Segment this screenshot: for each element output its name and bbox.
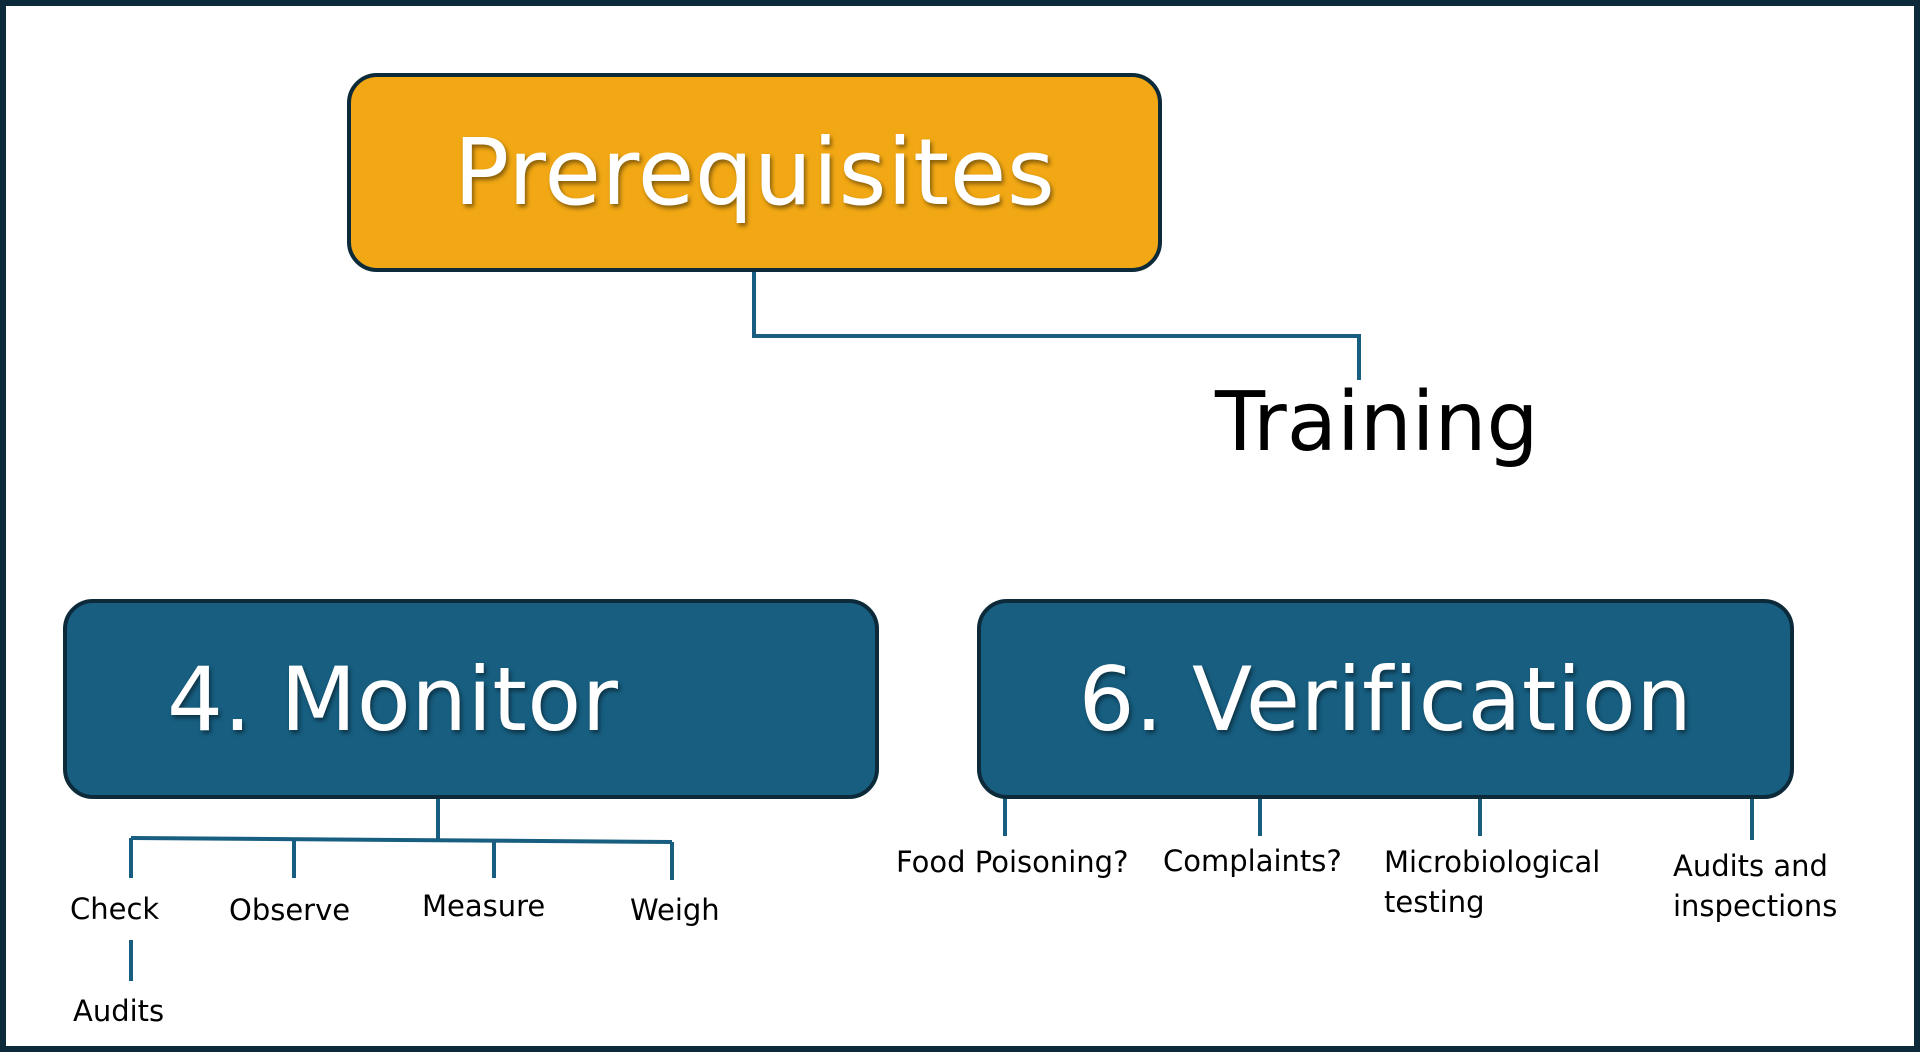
monitor-child-check: Check xyxy=(70,892,160,926)
verification-child-audits-inspections: Audits and inspections xyxy=(1673,849,1838,923)
monitor-child-weigh: Weigh xyxy=(630,893,720,927)
monitor-child-measure: Measure xyxy=(422,889,546,923)
monitor-child-observe: Observe xyxy=(229,893,351,927)
monitor-label: 4. Monitor xyxy=(167,647,619,751)
verification-child-complaints: Complaints? xyxy=(1163,844,1342,878)
verification-child-micro-testing: Microbiological testing xyxy=(1384,845,1601,919)
verification-label: 6. Verification xyxy=(1078,647,1693,751)
prerequisites-box: Prerequisites xyxy=(347,73,1162,272)
training-label: Training xyxy=(1215,375,1539,470)
monitor-box: 4. Monitor xyxy=(63,599,879,799)
verification-box: 6. Verification xyxy=(977,599,1794,799)
connector-prereq-training xyxy=(752,272,1361,380)
verification-child-food-poisoning: Food Poisoning? xyxy=(896,845,1129,879)
connector-monitor-bar xyxy=(130,836,673,844)
check-child-audits: Audits xyxy=(73,994,165,1028)
prerequisites-label: Prerequisites xyxy=(453,119,1056,226)
